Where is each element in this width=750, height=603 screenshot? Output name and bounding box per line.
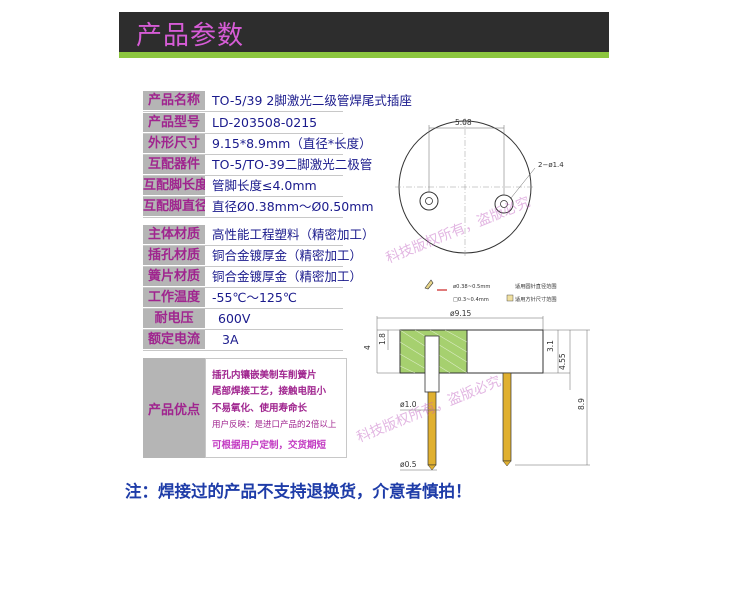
header-banner: 产品参数 [119, 12, 609, 58]
dim-label: 5.08 [455, 118, 472, 127]
divider [143, 217, 343, 218]
divider [143, 266, 343, 267]
spec-value: TO-5/TO-39二脚激光二极管 [212, 157, 373, 172]
spec-value: -55℃～125℃ [212, 290, 297, 305]
advantage-line: 插孔内镶嵌美制车削簧片 [212, 370, 317, 381]
spec-value: 铜合金镀厚金（精密加工） [212, 269, 363, 284]
spec-label: 耐电压 [143, 309, 205, 328]
divider [143, 350, 343, 351]
dim-label: 8.9 [577, 398, 586, 410]
advantages-label: 产品优点 [143, 358, 205, 458]
dim-label: 2−ø1.4 [538, 161, 564, 169]
spec-value: 9.15*8.9mm（直径*长度） [212, 136, 372, 151]
spec-value: 铜合金镀厚金（精密加工） [212, 248, 363, 263]
spec-label: 工作温度 [143, 288, 205, 307]
dim-label: 4 [363, 345, 372, 350]
advantage-line: 不易氧化、使用寿命长 [212, 403, 308, 414]
divider [143, 308, 343, 309]
legend-text: 适用方针尺寸范围 [515, 295, 557, 303]
spec-value: 直径Ø0.38mm～Ø0.50mm [212, 199, 374, 214]
advantages-box: 插孔内镶嵌美制车削簧片 尾部焊接工艺，接触电阻小 不易氧化、使用寿命长 用户反映… [205, 358, 347, 458]
dim-label: ø0.5 [400, 460, 417, 469]
page-title: 产品参数 [136, 21, 245, 51]
spec-label: 外形尺寸 [143, 134, 205, 153]
spec-label: 额定电流 [143, 330, 205, 349]
spec-label: 产品名称 [143, 91, 205, 110]
spec-label: 互配器件 [143, 155, 205, 174]
spec-value: 600V [218, 311, 251, 326]
dim-label: 1.8 [378, 333, 387, 345]
banner-accent-line [119, 52, 609, 58]
divider [143, 133, 343, 134]
legend-text: □0.3~0.4mm [453, 297, 489, 303]
dim-label: 3.1 [546, 340, 555, 352]
advantage-line: 用户反映：是进口产品的2倍以上 [212, 420, 337, 430]
legend-text: ø0.38~0.5mm [453, 284, 490, 290]
pin-lead-icon [502, 372, 512, 462]
divider [143, 175, 343, 176]
divider [143, 245, 343, 246]
divider [143, 196, 343, 197]
spec-value: 3A [222, 332, 239, 347]
divider [143, 154, 343, 155]
spec-value: 高性能工程塑料（精密加工） [212, 227, 375, 242]
spec-label: 插孔材质 [143, 246, 205, 265]
dim-label: ø9.15 [450, 309, 472, 318]
technical-drawing: 5.08 2−ø1.4 ø0.38~0.5mm 适用圆针直径范围 □0.3~0.… [355, 118, 590, 471]
divider [143, 329, 343, 330]
return-policy-note: 注：焊接过的产品不支持退换货，介意者慎拍！ [125, 482, 472, 501]
spec-value: 管脚长度≤4.0mm [212, 178, 317, 193]
spec-label: 主体材质 [143, 225, 205, 244]
socket-pin-icon [424, 335, 440, 393]
divider [143, 111, 343, 112]
divider [143, 287, 343, 288]
advantage-line: 尾部焊接工艺，接触电阻小 [212, 386, 327, 397]
advantage-line: 可根据用户定制，交货期短 [212, 440, 327, 451]
legend-text: 适用圆针直径范围 [515, 282, 557, 290]
spec-value: LD-203508-0215 [212, 115, 318, 130]
spec-label: 簧片材质 [143, 267, 205, 286]
dim-label: 4.55 [558, 353, 567, 370]
spec-value: TO-5/39 2脚激光二级管焊尾式插座 [212, 93, 412, 108]
spec-label: 互配脚直径 [143, 197, 205, 216]
spec-label: 互配脚长度 [143, 176, 205, 195]
dim-label: ø1.0 [400, 400, 417, 409]
spec-label: 产品型号 [143, 113, 205, 132]
